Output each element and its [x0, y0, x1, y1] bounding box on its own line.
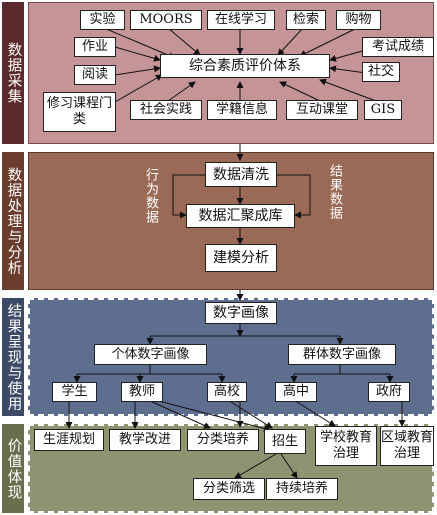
- source-gis: GIS: [364, 100, 402, 120]
- source-homework: 作业: [74, 37, 116, 57]
- section-label-collect: 数据采集: [2, 2, 24, 144]
- section-label-present: 结果呈现与使用: [2, 298, 24, 416]
- classified-screening-box: 分类筛选: [193, 478, 265, 500]
- section-label-process: 数据处理与分析: [2, 152, 24, 290]
- result-data-label: 结果数据: [327, 164, 342, 220]
- modeling-analysis-box: 建模分析: [205, 244, 277, 272]
- source-student-records: 学籍信息: [207, 100, 277, 120]
- digital-portrait-box: 数字画像: [205, 302, 277, 324]
- student-node: 学生: [52, 382, 97, 402]
- individual-portrait-box: 个体数字画像: [94, 344, 207, 365]
- data-cleaning-box: 数据清洗: [205, 162, 277, 187]
- group-portrait-box: 群体数字画像: [288, 344, 396, 365]
- source-social-practice: 社会实践: [130, 100, 202, 120]
- university-node: 高校: [207, 382, 247, 402]
- career-planning-box: 生涯规划: [34, 429, 104, 451]
- source-exam-scores: 考试成绩: [362, 37, 434, 57]
- regional-governance-box: 区域教育治理: [380, 426, 434, 466]
- highschool-node: 高中: [275, 382, 317, 402]
- center-evaluation-system: 综合素质评价体系: [160, 54, 330, 78]
- data-aggregation-box: 数据汇聚成库: [186, 204, 295, 228]
- behavior-data-label: 行为数据: [143, 168, 158, 224]
- source-moors: MOORS: [130, 10, 202, 30]
- source-search: 检索: [286, 10, 326, 30]
- teacher-node: 教师: [121, 382, 163, 402]
- section-label-value: 价值体现: [2, 424, 24, 513]
- source-experiment: 实验: [80, 10, 125, 30]
- source-interactive-classroom: 互动课堂: [286, 100, 358, 120]
- source-social: 社交: [362, 62, 400, 82]
- source-online-learning: 在线学习: [207, 10, 275, 30]
- enrollment-box: 招生: [264, 429, 306, 454]
- government-node: 政府: [368, 382, 410, 402]
- source-course-categories: 修习课程门类: [43, 92, 116, 132]
- source-shopping: 购物: [336, 10, 381, 30]
- source-reading: 阅读: [74, 65, 116, 85]
- continuous-cultivation-box: 持续培养: [266, 478, 338, 500]
- teaching-improvement-box: 教学改进: [109, 429, 181, 451]
- school-governance-box: 学校教育治理: [315, 426, 377, 466]
- classified-cultivation-box: 分类培养: [187, 429, 259, 451]
